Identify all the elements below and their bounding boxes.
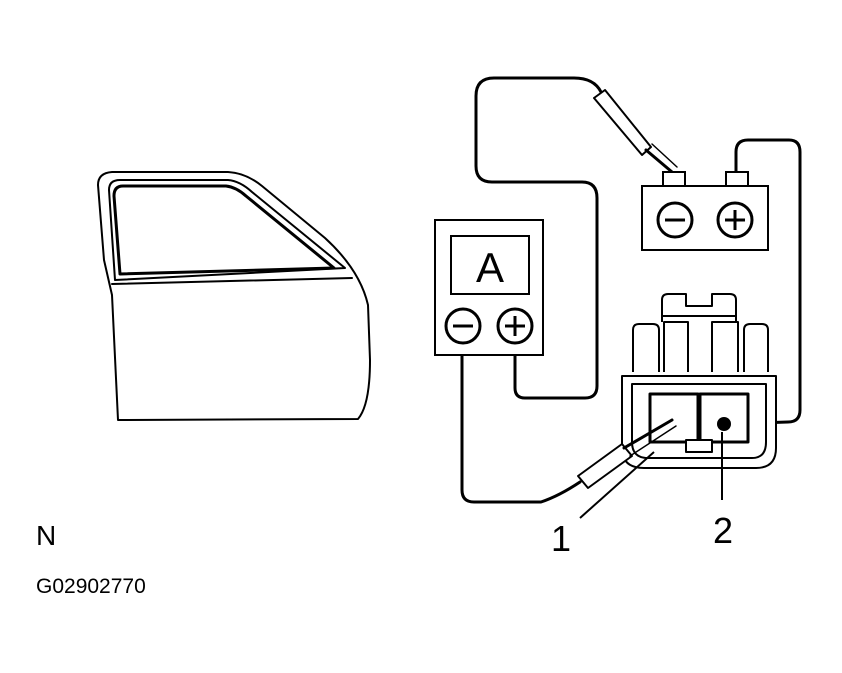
door-beltline <box>111 277 353 285</box>
meter-probe-handle <box>577 443 633 489</box>
connector-socket-left <box>648 392 700 444</box>
door-outline <box>97 171 371 421</box>
battery-probe-needle-edge <box>651 143 678 168</box>
connector-latch <box>685 439 713 453</box>
connector-center-left-rib <box>663 321 689 372</box>
ammeter: A <box>434 219 544 356</box>
leader-lines <box>579 432 723 519</box>
callout-2: 2 <box>713 510 734 551</box>
ammeter-symbol: A <box>476 244 504 291</box>
meter-probe <box>577 418 677 489</box>
connector-right-rib <box>743 323 769 372</box>
car-door <box>97 171 371 421</box>
wire-battery-pos-to-terminal <box>724 138 802 426</box>
door-window-frame <box>108 179 346 281</box>
battery-probe-handle <box>593 89 652 156</box>
ammeter-display <box>450 235 530 295</box>
battery-probe <box>593 89 678 174</box>
meter-probe-needle <box>622 418 674 450</box>
connector-socket-right <box>698 392 750 444</box>
connector-left-rib <box>632 323 660 372</box>
figure-id: G02902770 <box>36 575 146 598</box>
battery <box>641 171 769 251</box>
wire-meter-pos-to-connector <box>474 76 603 400</box>
connector-center-right-rib <box>711 321 739 372</box>
connector-terminal-2 <box>717 417 731 431</box>
leader-line-1 <box>579 451 655 519</box>
view-letter: N <box>36 520 57 551</box>
door-window-glass <box>112 184 336 276</box>
wire-meter-neg-to-probe <box>460 350 582 504</box>
battery-probe-needle <box>644 148 674 174</box>
connector-top-clip <box>661 293 737 322</box>
meter-probe-needle-edge <box>629 425 677 457</box>
connector <box>621 293 777 469</box>
wires <box>460 76 802 504</box>
callout-1: 1 <box>551 518 572 559</box>
